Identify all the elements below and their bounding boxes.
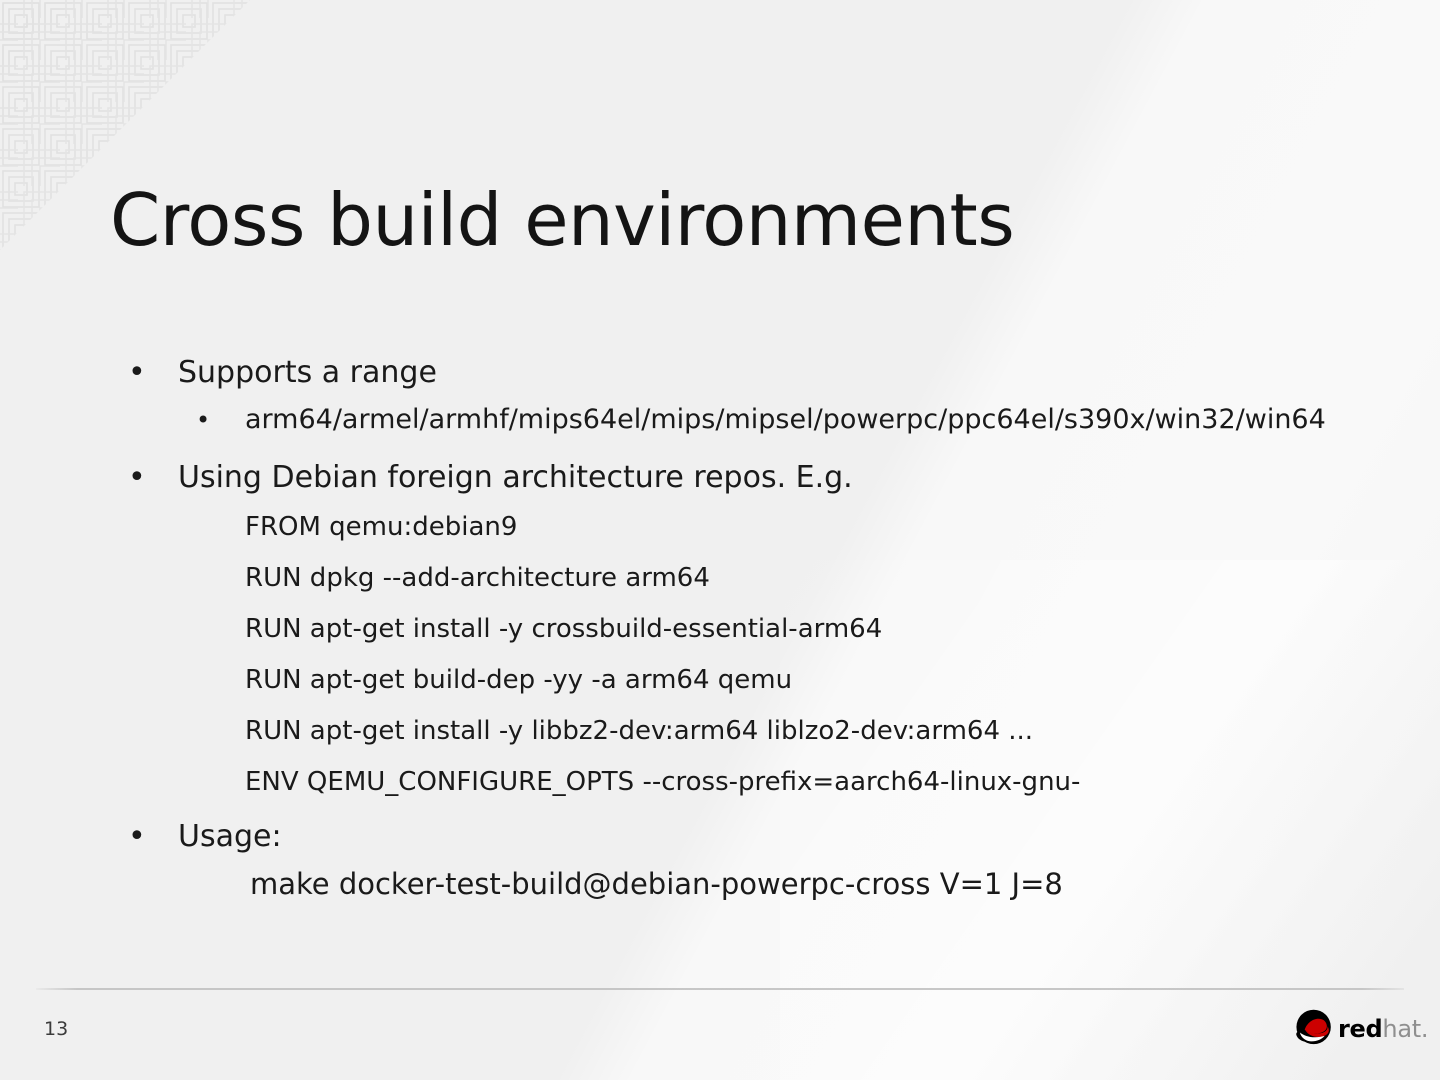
bullet-dot-icon: • bbox=[128, 355, 146, 390]
redhat-wordmark: redhat. bbox=[1338, 1017, 1428, 1041]
spacer bbox=[110, 444, 1360, 457]
sub-bullet-label: arm64/armel/armhf/mips64el/mips/mipsel/p… bbox=[245, 404, 1326, 435]
spacer bbox=[110, 808, 1360, 816]
code-line: RUN apt-get install -y libbz2-dev:arm64 … bbox=[245, 716, 1034, 746]
bullet-dot-icon: • bbox=[128, 819, 146, 854]
usage-label: Usage: bbox=[178, 819, 282, 854]
dockerfile-code-block: FROM qemu:debian9 RUN dpkg --add-archite… bbox=[110, 502, 1360, 808]
footer-divider bbox=[36, 988, 1404, 990]
slide-number: 13 bbox=[44, 1018, 69, 1040]
usage-command: make docker-test-build@debian-powerpc-cr… bbox=[250, 867, 1063, 901]
bullet-debian-foreign-arch: • Using Debian foreign architecture repo… bbox=[110, 457, 1360, 498]
bullet-dot-icon: • bbox=[128, 460, 146, 495]
slide-body: • Supports a range • arm64/armel/armhf/m… bbox=[110, 352, 1360, 908]
bullet-usage: • Usage: bbox=[110, 816, 1360, 857]
bullet-architecture-list: • arm64/armel/armhf/mips64el/mips/mipsel… bbox=[110, 402, 1360, 438]
logo-hat-text: hat. bbox=[1382, 1015, 1429, 1043]
bullet-label: Using Debian foreign architecture repos.… bbox=[178, 460, 853, 495]
code-line: FROM qemu:debian9 bbox=[245, 512, 518, 542]
sub-bullet-dot-icon: • bbox=[196, 406, 211, 434]
code-line: RUN apt-get install -y crossbuild-essent… bbox=[245, 614, 883, 644]
code-line: ENV QEMU_CONFIGURE_OPTS --cross-prefix=a… bbox=[245, 767, 1081, 797]
code-line: RUN dpkg --add-architecture arm64 bbox=[245, 563, 710, 593]
slide-title: Cross build environments bbox=[110, 178, 1015, 263]
bullet-label: Supports a range bbox=[178, 355, 437, 390]
code-line: RUN apt-get build-dep -yy -a arm64 qemu bbox=[245, 665, 793, 695]
logo-red-text: red bbox=[1338, 1015, 1383, 1043]
redhat-shadowman-icon bbox=[1296, 1009, 1331, 1045]
redhat-logo: redhat. bbox=[1293, 1008, 1428, 1050]
bullet-supports-a-range: • Supports a range bbox=[110, 352, 1360, 393]
